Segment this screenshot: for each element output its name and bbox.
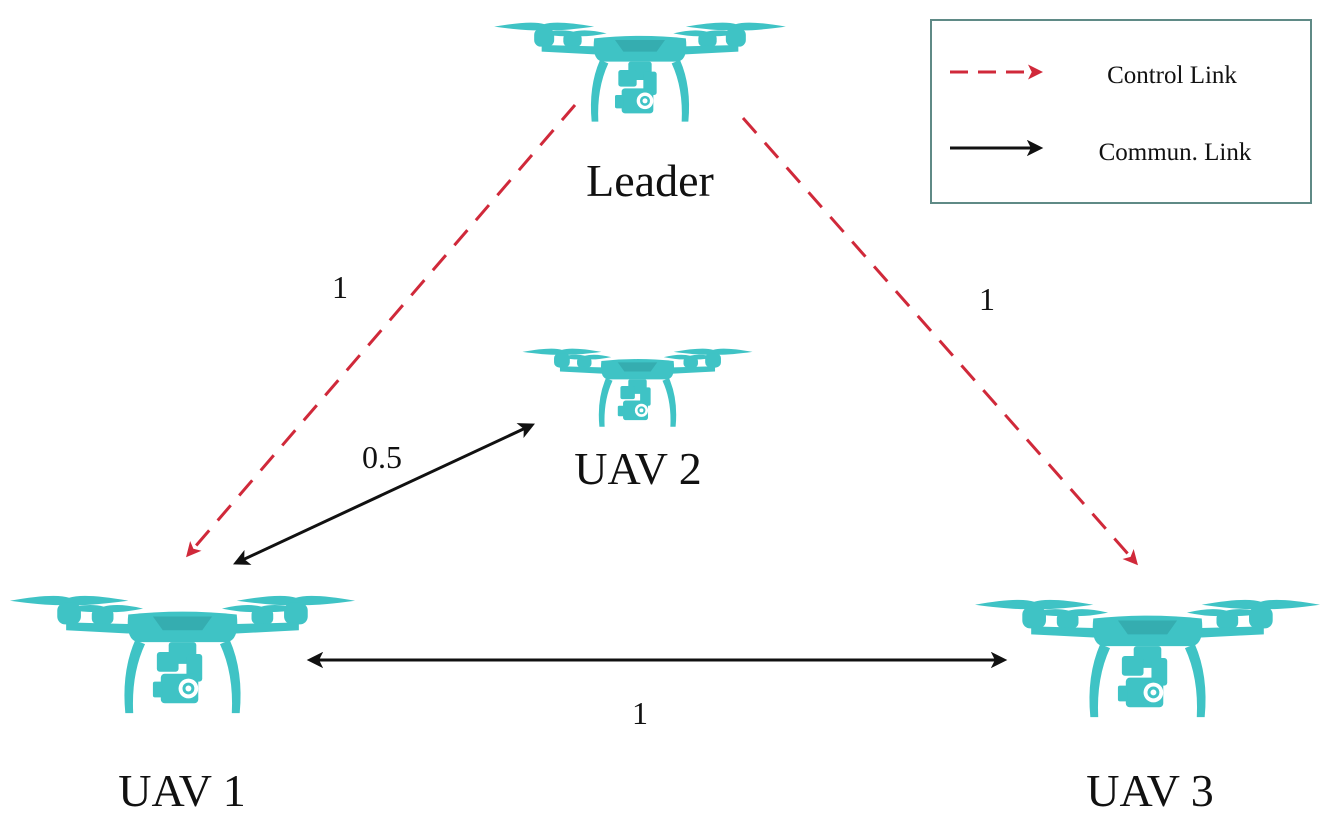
uav2-label: UAV 2 [574,443,701,494]
uav1-node: UAV 1 [9,595,356,816]
drone-icon [522,348,753,427]
leader-label: Leader [586,155,714,206]
uav3-label: UAV 3 [1086,765,1213,816]
control-link-leader-uav1 [186,104,577,558]
legend: Control Link Commun. Link [930,19,1312,204]
legend-control-label: Control Link [1107,62,1237,89]
drone-icon [494,22,786,122]
uav3-node: UAV 3 [975,599,1320,816]
legend-commun-label: Commun. Link [1099,139,1252,166]
weight-uav1-uav2: 0.5 [362,439,402,475]
weight-leader-uav3: 1 [979,281,995,317]
drone-icon [9,595,356,714]
weight-uav1-uav3: 1 [632,695,648,731]
commun-link-uav1-uav2 [233,423,535,565]
weight-leader-uav1: 1 [332,269,348,305]
drone-icon [975,599,1320,718]
leader-node: Leader [494,22,786,206]
uav2-node: UAV 2 [522,348,753,494]
legend-box [930,19,1312,204]
uav1-label: UAV 1 [118,765,245,816]
links-layer [186,104,1138,669]
